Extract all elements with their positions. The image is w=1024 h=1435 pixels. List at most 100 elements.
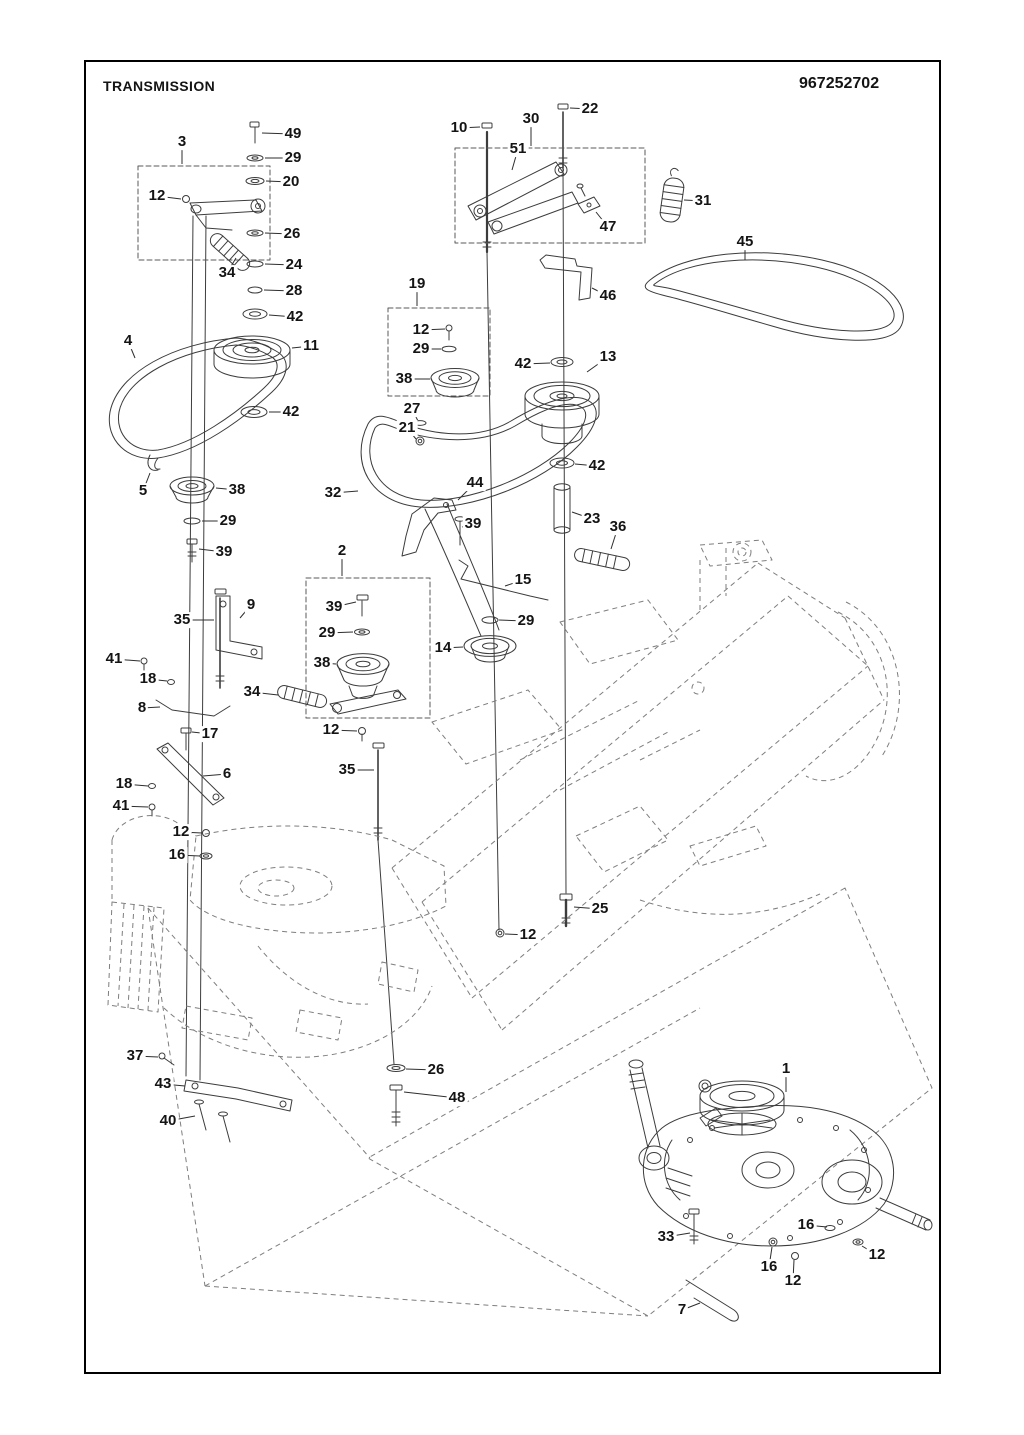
left-pulley-stack	[169, 121, 291, 563]
washer-12-drawing	[791, 1252, 799, 1260]
part-callout: 14	[432, 639, 454, 657]
part-callout: 16	[166, 846, 188, 864]
clutch-arm-group	[454, 103, 685, 301]
part-callout: 3	[175, 133, 189, 151]
part-callout: 12	[170, 823, 192, 841]
spring-36-drawing	[574, 548, 631, 571]
bolt-35-drawing	[214, 588, 227, 595]
part-callout: 44	[464, 474, 486, 492]
part-callout: 29	[515, 612, 537, 630]
belt-45-drawing	[644, 252, 904, 341]
part-number: 967252702	[799, 75, 880, 92]
washer-16-drawing	[768, 1237, 778, 1247]
pulley-38-drawing	[430, 368, 480, 398]
part-callout: 48	[446, 1089, 468, 1107]
front-chassis-phantom	[107, 815, 447, 1058]
part-callout: 39	[462, 515, 484, 533]
part-callout: 12	[320, 721, 342, 739]
washer-29-lower-drawing	[183, 517, 201, 525]
screw-37-drawing	[158, 1052, 166, 1060]
clip-18-drawing	[167, 679, 175, 685]
washer-20-drawing	[245, 177, 265, 185]
right-axle-drawing	[875, 1197, 931, 1231]
spring-34-drawing	[277, 685, 328, 708]
bolt-39-drawing	[356, 594, 369, 601]
washer-24-drawing	[246, 260, 264, 268]
washer-29-drawing	[441, 345, 457, 353]
bearing-42-lower-drawing	[549, 457, 575, 469]
bolt-10-drawing	[481, 122, 493, 129]
part-callout: 38	[311, 654, 333, 672]
washer-29-drawing	[246, 154, 264, 162]
part-callout: 46	[597, 287, 619, 305]
part-callout: 10	[448, 119, 470, 137]
shaft-23-drawing	[553, 483, 571, 534]
part-callout: 29	[410, 340, 432, 358]
washer-26-drawing	[386, 1064, 406, 1072]
washer-29-drawing	[354, 628, 370, 636]
part-callout: 33	[655, 1228, 677, 1246]
idler-2-group	[277, 577, 431, 742]
part-callout: 40	[157, 1112, 179, 1130]
nut-12-drawing	[182, 195, 190, 203]
bolt-48-drawing	[389, 1084, 403, 1127]
part-callout: 9	[244, 596, 258, 614]
left-axle-drawing	[629, 1067, 661, 1149]
part-callout: 12	[782, 1272, 804, 1290]
part-callout: 29	[217, 512, 239, 530]
part-callout: 4	[121, 332, 135, 350]
input-pulley-drawing	[699, 1080, 785, 1136]
bracket-9-group	[214, 588, 385, 749]
part-callout: 39	[323, 598, 345, 616]
bolt-25-group	[495, 893, 573, 938]
part-callout: 35	[171, 611, 193, 629]
bearing-42-drawing	[242, 308, 268, 320]
belt-4-5-drawing	[108, 337, 287, 471]
bolt-33-drawing	[688, 1208, 700, 1245]
part-callout: 47	[597, 218, 619, 236]
spring-34-drawing	[209, 233, 251, 271]
idler-19-group	[387, 307, 491, 446]
part-callout: 18	[137, 670, 159, 688]
part-callout: 16	[795, 1216, 817, 1234]
part-callout: 22	[579, 100, 601, 118]
brake-rod-group	[140, 657, 231, 860]
left-hub-drawing	[638, 1145, 670, 1171]
brake-idler-bracket-group	[137, 165, 271, 261]
part-callout: 51	[507, 140, 529, 158]
part-callout: 17	[199, 725, 221, 743]
bolt-39-drawing	[186, 538, 198, 563]
pulley-38-drawing	[336, 653, 390, 699]
bearing-42-lower-drawing	[240, 406, 268, 418]
idler-pulley-38-drawing	[169, 476, 215, 504]
part-callout: 39	[213, 543, 235, 561]
part-callout: 25	[589, 900, 611, 918]
page-border	[84, 60, 941, 1374]
part-callout: 29	[282, 149, 304, 167]
part-callout: 26	[281, 225, 303, 243]
part-callout: 6	[220, 765, 234, 783]
idler-14-group	[463, 616, 517, 663]
part-callout: 2	[335, 542, 349, 560]
part-callout: 45	[734, 233, 756, 251]
part-callout: 23	[581, 510, 603, 528]
bolt-35-drawing	[372, 742, 385, 749]
rod-8-drawing	[155, 699, 231, 717]
part-callout: 28	[283, 282, 305, 300]
nut-12-drawing	[495, 928, 505, 938]
housing-drawing	[643, 1105, 895, 1247]
transaxle-drawing	[628, 1059, 933, 1322]
bracket-47-drawing	[576, 183, 601, 214]
part-callout: 20	[280, 173, 302, 191]
brake-lever-drawing	[699, 1107, 723, 1127]
bearing-42-upper-drawing	[550, 357, 574, 367]
part-callout: 41	[103, 650, 125, 668]
part-callout: 31	[692, 192, 714, 210]
part-callout: 12	[517, 926, 539, 944]
clip-18-drawing	[148, 783, 156, 789]
part-callout: 41	[110, 797, 132, 815]
ring-28-drawing	[247, 286, 263, 294]
